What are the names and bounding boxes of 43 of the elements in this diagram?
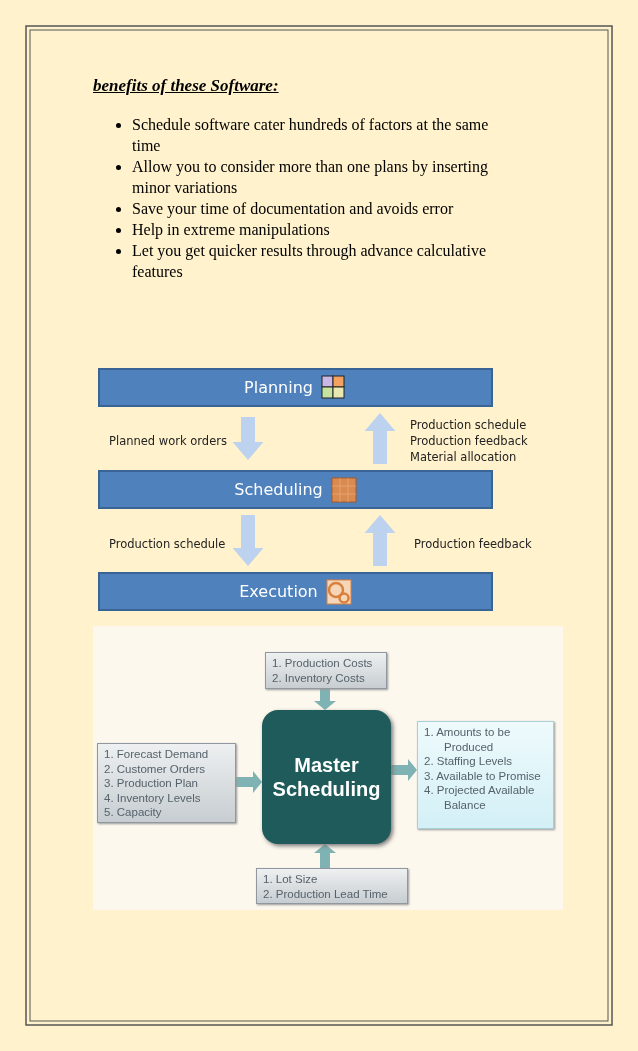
edge-label: Production feedback [414, 536, 533, 552]
node-label: Master Scheduling [271, 753, 382, 801]
block-arrow [391, 759, 417, 781]
list-item: 1. Forecast Demand [104, 747, 210, 762]
list-item: 1. Production Costs [272, 656, 374, 671]
block-arrow [314, 689, 336, 710]
bullet-text: Let you get quicker results through advance calculative features [132, 242, 487, 280]
list-item: 1. Amounts to be Produced [424, 725, 512, 754]
block-arrow [364, 413, 396, 464]
list-item: 2. Inventory Costs [272, 670, 366, 685]
list-item: 5. Capacity [104, 805, 163, 820]
list-box [265, 652, 387, 689]
bullet-text: Help in extreme manipulations [132, 221, 330, 238]
process-bar [98, 572, 493, 611]
list-item: 2. Production Lead Time [263, 886, 389, 901]
bullet-text: Allow you to consider more than one plans by inserting minor variations [132, 158, 488, 196]
list-box [417, 721, 554, 829]
block-arrow [232, 515, 264, 566]
edge-label: Production schedule [109, 536, 227, 552]
block-arrow [232, 417, 264, 460]
node-label: Planning [244, 378, 313, 397]
node-label: Execution [239, 582, 318, 601]
list-item: 4. Projected Available Balance [424, 783, 536, 812]
list-item: 2. Customer Orders [104, 761, 206, 776]
list-item: 4. Inventory Levels [104, 790, 202, 805]
bullet-text: Save your time of documentation and avoids error [132, 200, 454, 217]
process-bar [98, 470, 493, 509]
list-item: 1. Lot Size [263, 872, 319, 887]
list-item: 3. Available to Promise [424, 768, 542, 783]
process-bar [98, 368, 493, 407]
block-arrow [236, 771, 262, 793]
list-box [256, 868, 408, 904]
list-box [97, 743, 236, 823]
bullet-text: Schedule software cater hundreds of factors at the same time [132, 116, 489, 154]
edge-label: Planned work orders [109, 433, 228, 449]
heading: benefits of these Software: [93, 76, 279, 96]
edge-label: Production schedule Production feedback Material allocation [410, 417, 529, 465]
block-arrow [364, 515, 396, 566]
node-label: Scheduling [234, 480, 323, 499]
process-box [262, 710, 391, 844]
block-arrow [314, 844, 336, 868]
list-item: 2. Staffing Levels [424, 754, 513, 769]
list-item: 3. Production Plan [104, 776, 199, 791]
